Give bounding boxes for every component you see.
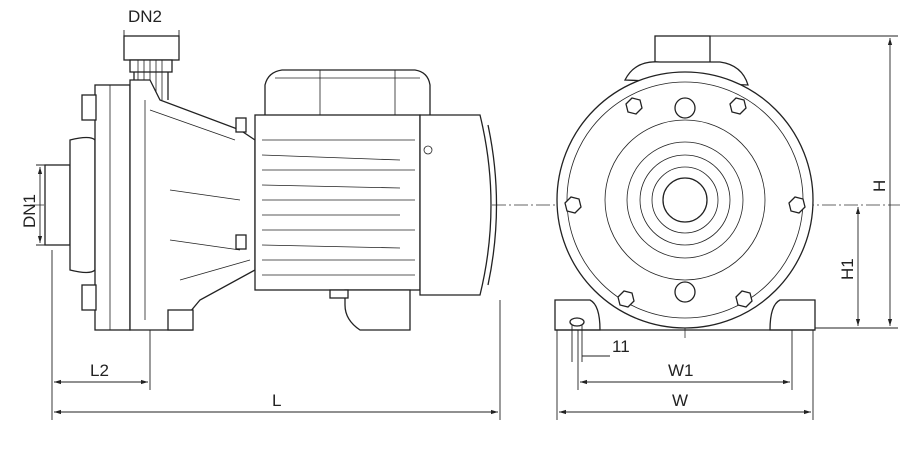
dimension-l2: L2 (51, 250, 151, 420)
dimension-w1: W1 (577, 330, 793, 390)
side-view-pump (44, 35, 498, 331)
label-l2: L2 (90, 361, 109, 380)
front-view-pump (554, 35, 816, 331)
label-l: L (272, 391, 281, 410)
dimension-w: W (556, 330, 814, 420)
label-dn2: DN2 (128, 7, 162, 26)
dimension-11: 11 (571, 325, 630, 362)
label-h: H (870, 180, 889, 192)
dimension-h: H (710, 35, 898, 329)
label-dn1: DN1 (20, 194, 39, 228)
label-h1: H1 (838, 258, 857, 280)
dimension-dn2: DN2 (123, 7, 180, 36)
label-11: 11 (612, 337, 630, 356)
label-w: W (672, 391, 688, 410)
dimension-h1: H1 (838, 207, 861, 326)
dimension-dn1: DN1 (20, 164, 60, 246)
label-w1: W1 (668, 361, 694, 380)
dimension-l: L (54, 300, 501, 420)
